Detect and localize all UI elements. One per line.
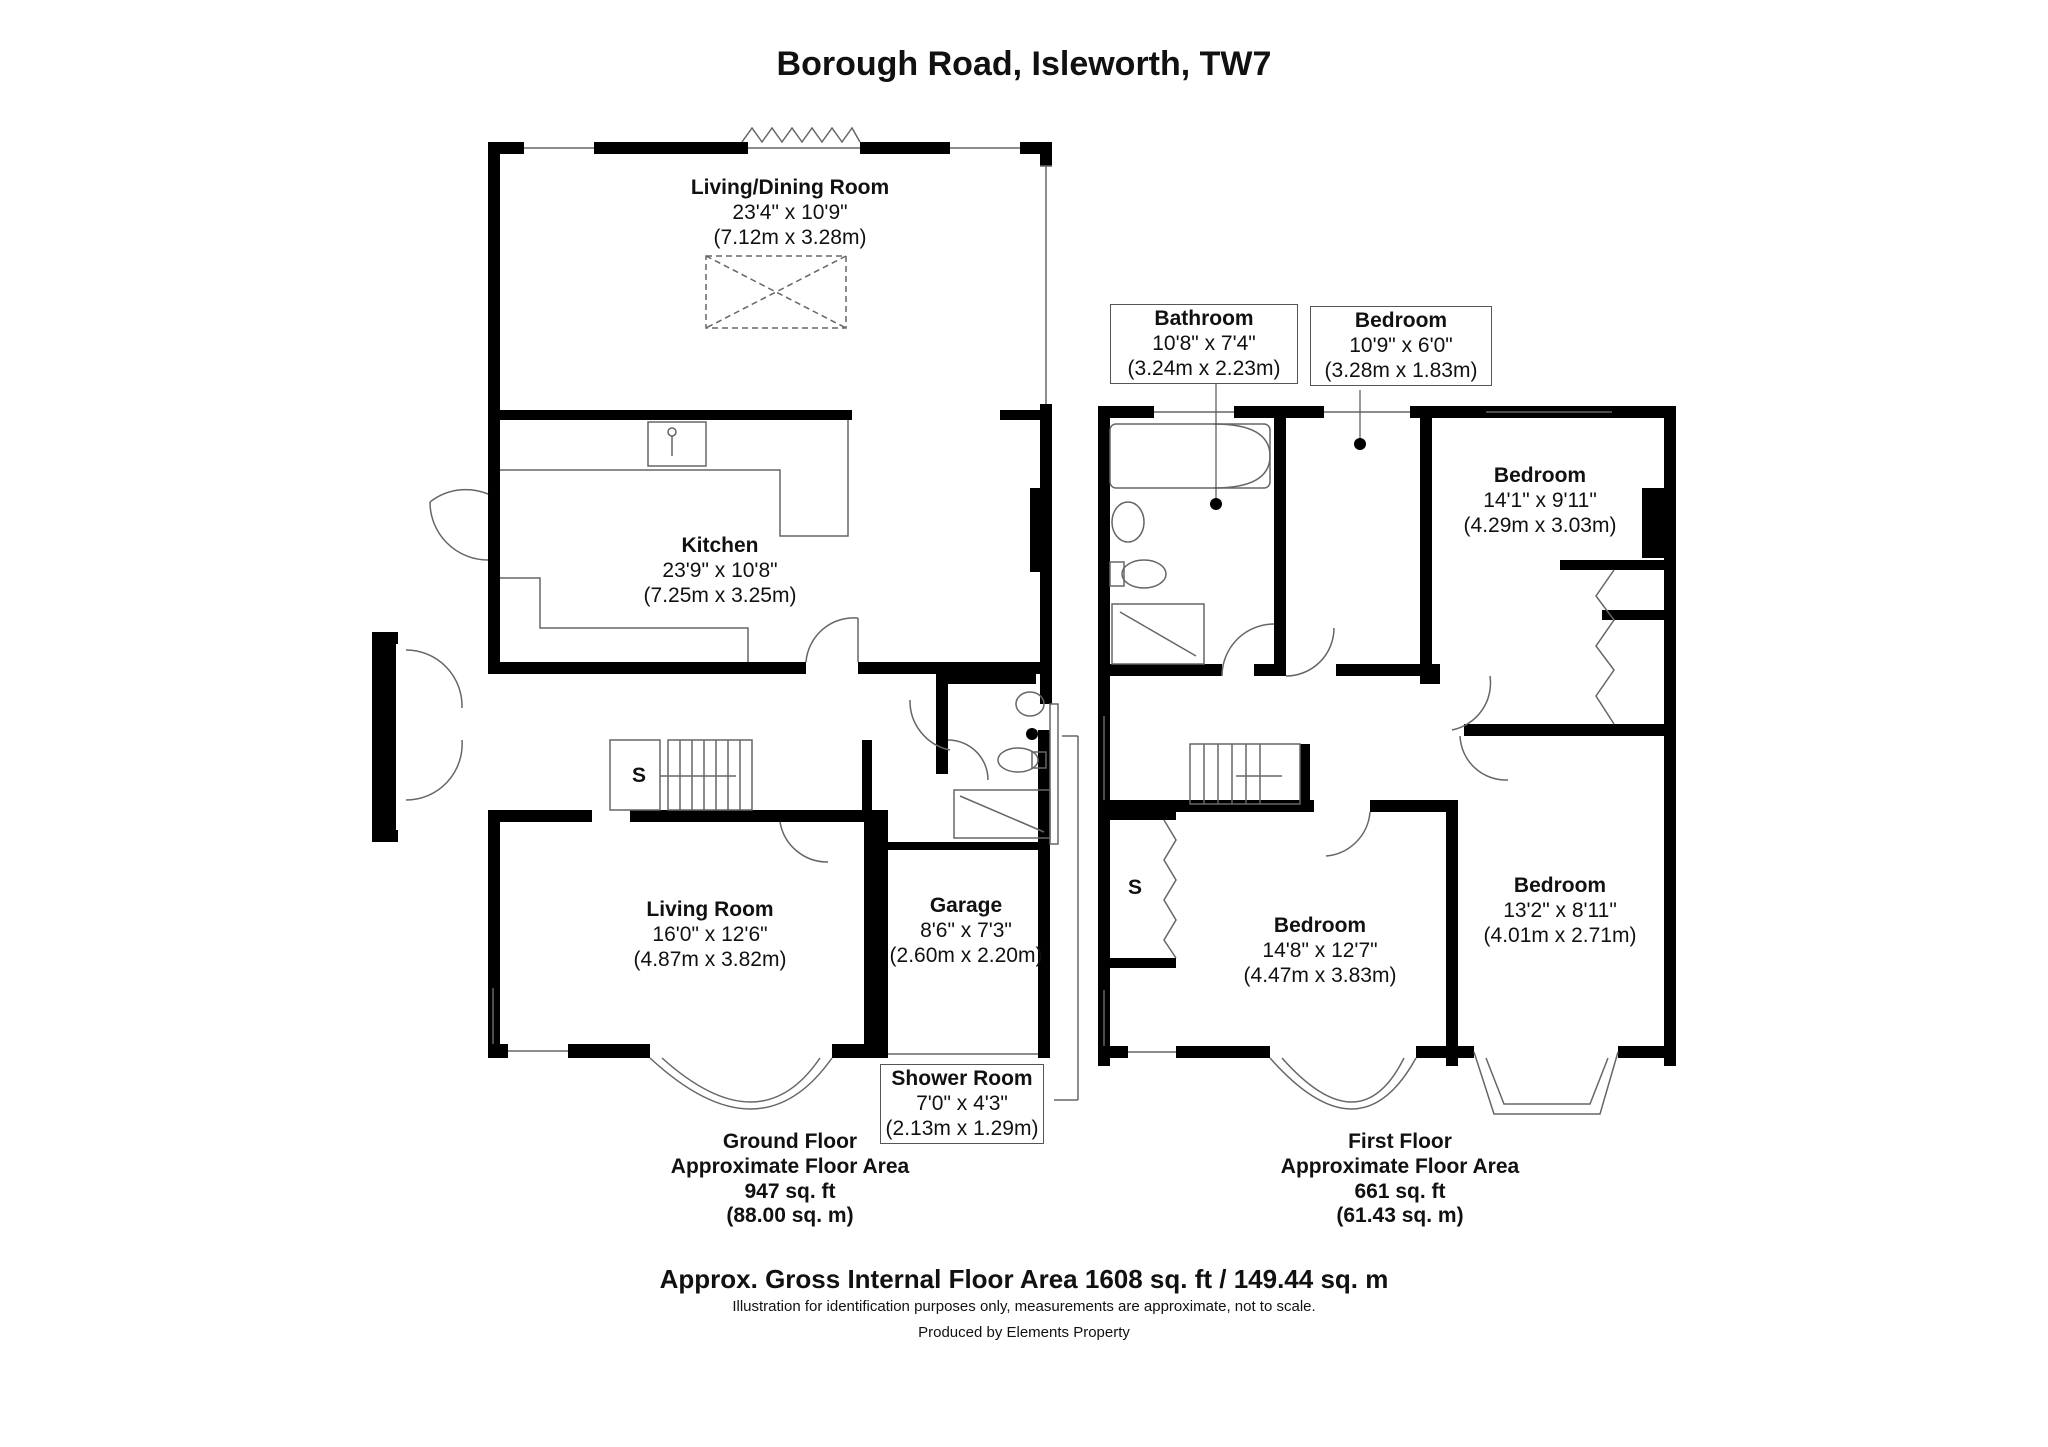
room-metric: (4.01m x 2.71m) bbox=[1483, 923, 1637, 947]
room-metric: (3.28m x 1.83m) bbox=[1324, 358, 1478, 382]
first-floor-caption: First Floor Approximate Floor Area 661 s… bbox=[1220, 1130, 1580, 1229]
gross-floor-area: Approx. Gross Internal Floor Area 1608 s… bbox=[659, 1264, 1389, 1294]
room-label-kitchen: Kitchen 23'9" x 10'8" (7.25m x 3.25m) bbox=[560, 534, 880, 608]
room-name: Bathroom bbox=[1154, 307, 1254, 330]
room-label-bedroom-rear-right: Bedroom 14'1" x 9'11" (4.29m x 3.03m) bbox=[1440, 464, 1640, 538]
room-name: Shower Room bbox=[891, 1067, 1033, 1090]
floor-caption-line: Ground Floor bbox=[722, 1130, 858, 1153]
room-imperial: 16'0" x 12'6" bbox=[652, 922, 768, 946]
room-imperial: 23'4" x 10'9" bbox=[732, 200, 848, 224]
room-name: Living/Dining Room bbox=[690, 176, 890, 199]
floor-caption-line: First Floor bbox=[1348, 1130, 1452, 1153]
room-imperial: 13'2" x 8'11" bbox=[1503, 898, 1617, 922]
floor-caption-line: Approximate Floor Area bbox=[670, 1154, 910, 1178]
room-imperial: 7'0" x 4'3" bbox=[916, 1091, 1008, 1115]
room-name: Bedroom bbox=[1493, 464, 1587, 487]
room-label-living-room: Living Room 16'0" x 12'6" (4.87m x 3.82m… bbox=[560, 898, 860, 972]
room-metric: (7.12m x 3.28m) bbox=[713, 225, 867, 249]
page-title: Borough Road, Isleworth, TW7 bbox=[776, 45, 1272, 83]
room-label-bedroom-front-left: Bedroom 14'8" x 12'7" (4.47m x 3.83m) bbox=[1210, 914, 1430, 988]
floor-caption-line: Approximate Floor Area bbox=[1280, 1154, 1520, 1178]
room-metric: (2.13m x 1.29m) bbox=[885, 1116, 1039, 1140]
room-metric: (2.60m x 2.20m) bbox=[889, 943, 1043, 967]
first-floor-light-point-bedroom bbox=[1354, 438, 1366, 450]
floor-caption-line: (61.43 sq. m) bbox=[1336, 1204, 1464, 1228]
ground-floor-walls bbox=[372, 142, 1052, 1058]
room-name: Living Room bbox=[646, 898, 774, 921]
first-floor-fixtures bbox=[1103, 411, 1619, 1115]
floor-caption-line: (88.00 sq. m) bbox=[726, 1204, 854, 1228]
room-imperial: 10'9" x 6'0" bbox=[1349, 333, 1453, 357]
room-label-bathroom: Bathroom 10'8" x 7'4" (3.24m x 2.23m) bbox=[1110, 304, 1298, 385]
ground-floor-fixtures bbox=[405, 126, 1079, 1110]
room-imperial: 23'9" x 10'8" bbox=[662, 558, 778, 582]
room-name: Kitchen bbox=[681, 534, 759, 557]
room-name: Bedroom bbox=[1513, 874, 1607, 897]
room-name: Bedroom bbox=[1354, 309, 1448, 332]
label-leader-lines bbox=[1215, 382, 1361, 498]
ground-floor-caption: Ground Floor Approximate Floor Area 947 … bbox=[610, 1130, 970, 1229]
storage-label-ground: S bbox=[631, 764, 646, 787]
room-metric: (7.25m x 3.25m) bbox=[643, 583, 797, 607]
room-label-bedroom-front-right: Bedroom 13'2" x 8'11" (4.01m x 2.71m) bbox=[1460, 874, 1660, 948]
room-imperial: 8'6" x 7'3" bbox=[920, 918, 1012, 942]
room-metric: (4.87m x 3.82m) bbox=[633, 947, 787, 971]
room-name: Garage bbox=[929, 894, 1003, 917]
first-floor-light-point-bathroom bbox=[1210, 498, 1222, 510]
room-name: Bedroom bbox=[1273, 914, 1367, 937]
room-label-bedroom-small: Bedroom 10'9" x 6'0" (3.28m x 1.83m) bbox=[1310, 306, 1492, 387]
storage-label-first: S bbox=[1127, 876, 1142, 899]
room-label-shower-room: Shower Room 7'0" x 4'3" (2.13m x 1.29m) bbox=[880, 1064, 1044, 1145]
room-metric: (4.29m x 3.03m) bbox=[1463, 513, 1617, 537]
room-imperial: 14'1" x 9'11" bbox=[1483, 488, 1597, 512]
room-label-garage: Garage 8'6" x 7'3" (2.60m x 2.20m) bbox=[866, 894, 1066, 968]
credit: Produced by Elements Property bbox=[918, 1324, 1130, 1341]
floor-caption-line: 947 sq. ft bbox=[744, 1179, 836, 1203]
room-metric: (3.24m x 2.23m) bbox=[1127, 356, 1281, 380]
room-label-living-dining: Living/Dining Room 23'4" x 10'9" (7.12m … bbox=[620, 176, 960, 250]
room-imperial: 14'8" x 12'7" bbox=[1262, 938, 1378, 962]
floor-caption-line: 661 sq. ft bbox=[1354, 1179, 1446, 1203]
disclaimer: Illustration for identification purposes… bbox=[732, 1298, 1316, 1315]
room-metric: (4.47m x 3.83m) bbox=[1243, 963, 1397, 987]
ground-floor-light-point bbox=[1026, 728, 1038, 740]
room-imperial: 10'8" x 7'4" bbox=[1152, 331, 1256, 355]
